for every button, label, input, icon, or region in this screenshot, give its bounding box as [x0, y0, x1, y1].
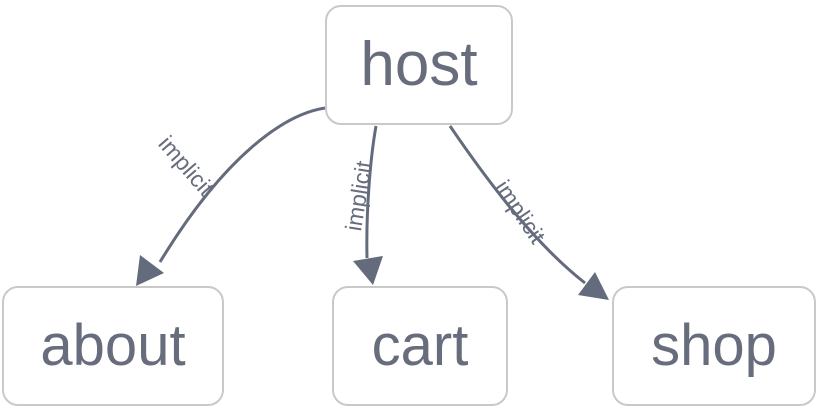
edge-host-about[interactable]	[136, 106, 326, 286]
edge-host-about-path	[158, 106, 326, 263]
node-shop[interactable]: shop	[612, 286, 816, 406]
node-cart[interactable]: cart	[332, 286, 508, 406]
edge-host-shop-arrowhead	[578, 272, 609, 300]
edge-host-about-arrowhead	[136, 255, 164, 286]
edge-host-cart-path	[365, 125, 378, 259]
edge-host-shop[interactable]	[448, 125, 609, 300]
edge-host-shop-path	[448, 125, 586, 285]
node-host-label: host	[360, 30, 478, 99]
node-cart-label: cart	[371, 313, 469, 378]
node-about[interactable]: about	[2, 286, 224, 406]
node-host[interactable]: host	[325, 5, 513, 125]
edge-host-cart[interactable]	[353, 125, 383, 285]
node-about-label: about	[40, 313, 186, 378]
node-shop-label: shop	[651, 313, 777, 378]
edge-host-cart-arrowhead	[353, 256, 383, 285]
